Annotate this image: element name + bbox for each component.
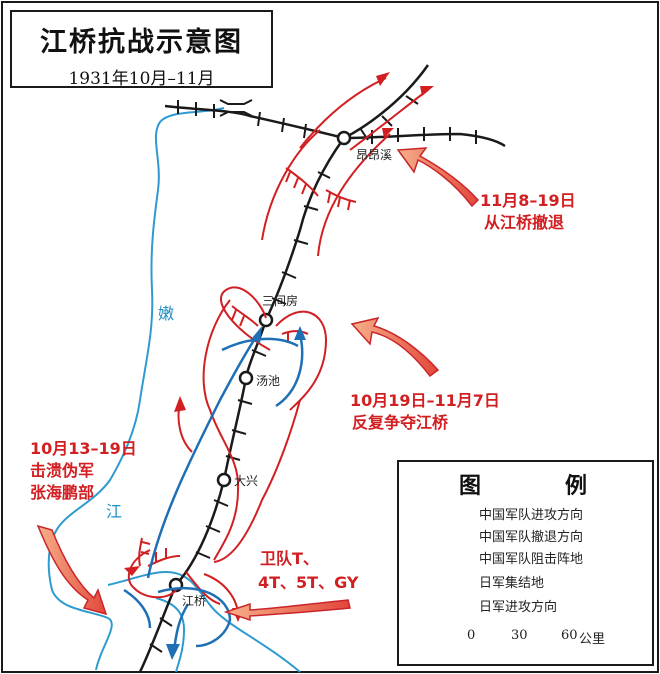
annotation-retreat-date: 11月8–19日 [480,191,576,210]
page-title: 江桥抗战示意图 [40,27,243,58]
label-jiangqiao: 江桥 [182,594,207,608]
annotation-retreat-text: 从江桥撤退 [484,213,565,232]
legend-item-chinese-block: 中国军队阻击阵地 [479,552,584,567]
scale-tick-30: 30 [511,628,528,643]
river-label-1: 嫩 [158,304,175,323]
legend-title-char2: 例 [565,474,588,499]
scale-unit: 公里 [579,632,606,647]
label-angangxi: 昂昂溪 [356,148,393,162]
legend-item-japanese-assembly: 日军集结地 [479,576,545,591]
page-subtitle: 1931年10月–11月 [68,69,215,89]
chinese-retreat-arrows [127,77,429,617]
legend-title-char1: 图 [459,474,482,499]
annotation-contest-text: 反复争夺江桥 [352,413,449,432]
legend-item-japanese-attack: 日军进攻方向 [479,600,558,615]
annotation-guard-line1: 卫队T、 [260,549,319,568]
japanese-attack-arrowheads [166,326,306,660]
chinese-attack-arrows [36,147,480,622]
label-sanjianfang: 三间房 [262,294,299,308]
annotation-rout-date: 10月13–19日 [30,439,137,458]
label-daxing: 大兴 [234,474,259,488]
station-daxing [216,472,232,488]
legend-item-chinese-attack: 中国军队进攻方向 [479,508,584,523]
bridge-icon [219,99,253,117]
station-sanjianfang [258,312,274,328]
station-tangchi [238,370,254,386]
annotation-contest-date: 10月19日–11月7日 [350,391,500,410]
annotation-guard-line2: 4T、5T、GY [258,573,359,592]
annotation-rout-line1: 击溃伪军 [30,461,95,480]
title-box: 江桥抗战示意图 1931年10月–11月 [10,10,273,89]
legend-item-chinese-retreat: 中国军队撤退方向 [479,530,584,545]
annotation-rout-line2: 张海鹏部 [30,483,95,502]
legend: 图 例 中国军队进攻方向 中国军队撤退方向 中国军队阻击阵地 日军集结地 日军进… [397,460,654,666]
station-angangxi [336,130,352,146]
scale-tick-60: 60 [561,628,578,643]
scale-tick-0: 0 [467,628,476,643]
river-label-2: 江 [106,502,123,521]
label-tangchi: 汤池 [256,374,281,388]
